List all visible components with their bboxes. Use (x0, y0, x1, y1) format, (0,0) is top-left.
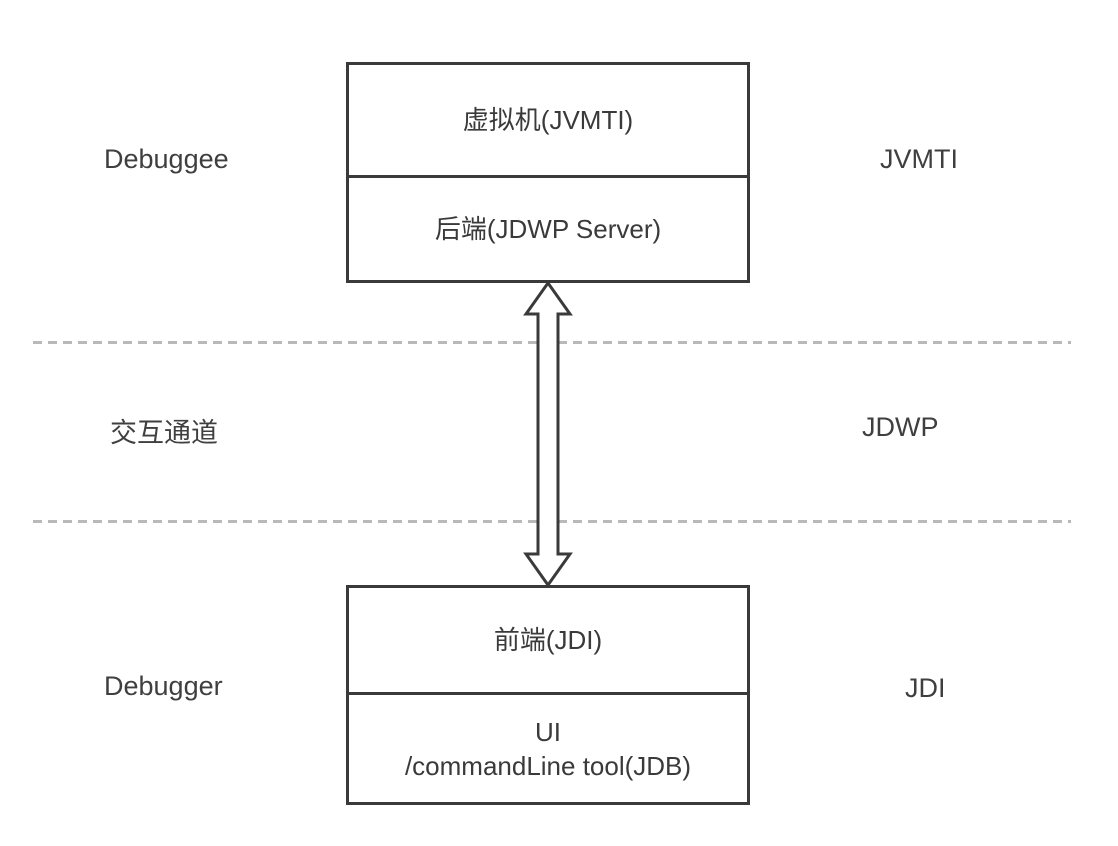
frontend-cell-label: 前端(JDI) (493, 625, 603, 655)
ui-cell-line1: UI (535, 716, 561, 747)
jdwp-side-label: JDWP (862, 412, 939, 442)
channel-side-label: 交互通道 (110, 418, 218, 448)
debugger-box: 前端(JDI) UI /commandLine tool(JDB) (346, 585, 750, 805)
jvmti-side-label: JVMTI (880, 144, 958, 174)
backend-cell: 后端(JDWP Server) (349, 178, 747, 280)
ui-cell-line2: /commandLine tool(JDB) (404, 750, 692, 781)
ui-cell: UI /commandLine tool(JDB) (349, 695, 747, 802)
debuggee-side-label: Debuggee (104, 144, 229, 174)
backend-cell-label: 后端(JDWP Server) (434, 214, 662, 244)
vm-cell-label: 虚拟机(JVMTI) (462, 105, 634, 135)
jdi-side-label: JDI (905, 673, 946, 703)
debugger-side-label: Debugger (104, 671, 223, 701)
frontend-cell: 前端(JDI) (349, 588, 747, 695)
double-arrow-icon (523, 281, 573, 587)
debuggee-box: 虚拟机(JVMTI) 后端(JDWP Server) (346, 62, 750, 283)
vm-cell: 虚拟机(JVMTI) (349, 65, 747, 178)
